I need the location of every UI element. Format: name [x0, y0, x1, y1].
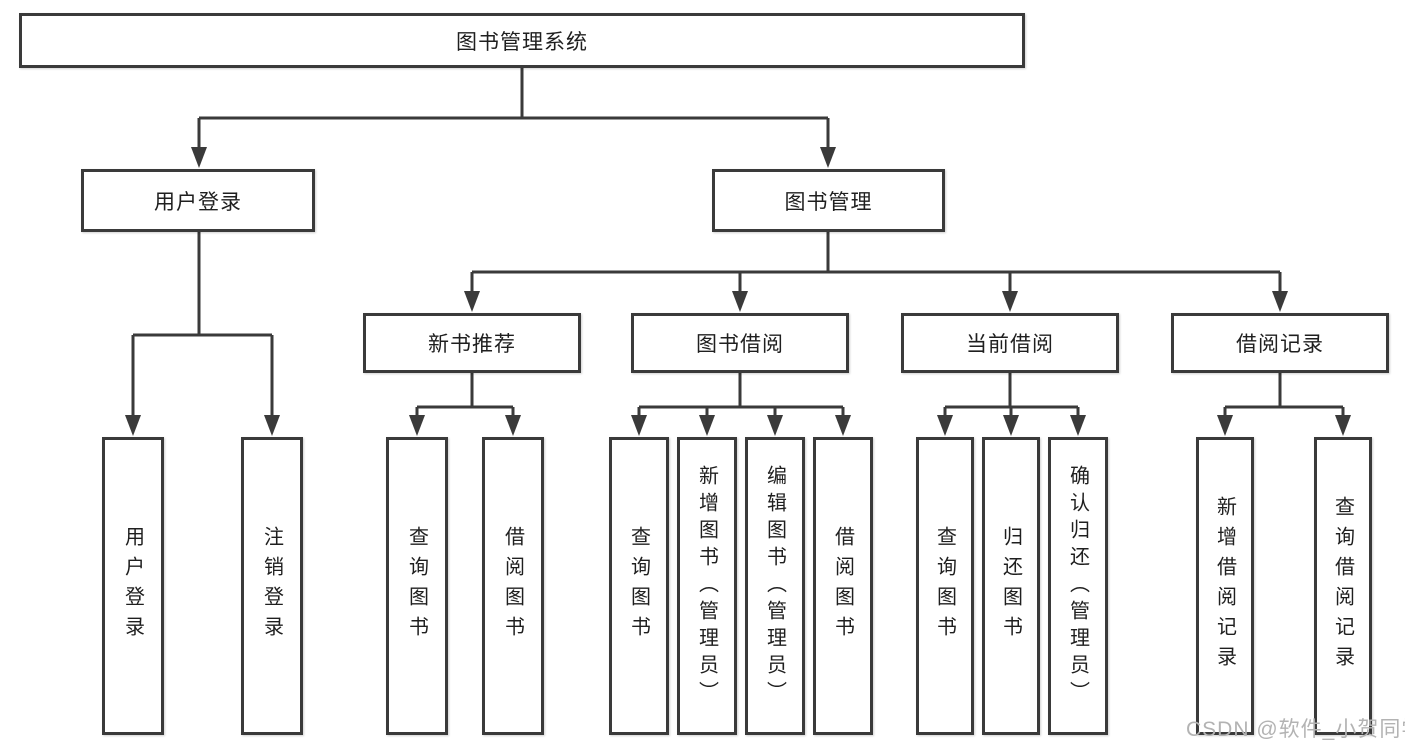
- node-user-login-label: 用户登录: [154, 190, 242, 214]
- node-book-borrow: 图书借阅: [631, 313, 849, 373]
- leaf-label: 编辑图书（管理员）: [763, 464, 786, 708]
- arrowhead: [1002, 291, 1018, 312]
- leaf-newbooks-search: 查询图书: [386, 437, 448, 735]
- node-borrow-records-label: 借阅记录: [1236, 333, 1324, 356]
- connector-currentborrow-to-leaves: [943, 373, 1080, 418]
- leaf-borrow-edit-admin: 编辑图书（管理员）: [745, 437, 805, 735]
- connector-borrowrecords-to-leaves: [1223, 373, 1345, 418]
- arrowhead: [835, 415, 851, 436]
- node-root: 图书管理系统: [19, 13, 1025, 68]
- arrowhead: [631, 415, 647, 436]
- leaf-borrow-search: 查询图书: [609, 437, 669, 735]
- arrowhead: [1070, 415, 1086, 436]
- node-borrow-records: 借阅记录: [1171, 313, 1389, 373]
- node-book-management: 图书管理: [712, 169, 945, 232]
- leaf-user-login: 用户登录: [102, 437, 164, 735]
- node-new-books: 新书推荐: [363, 313, 581, 373]
- arrowhead: [937, 415, 953, 436]
- arrowhead: [1272, 291, 1288, 312]
- arrowhead: [409, 415, 425, 436]
- node-book-management-label: 图书管理: [784, 190, 873, 214]
- leaf-label: 新增借阅记录: [1213, 496, 1236, 676]
- leaf-label: 确认归还（管理员）: [1066, 464, 1089, 708]
- arrowhead: [191, 147, 207, 168]
- arrowhead: [1335, 415, 1351, 436]
- leaf-label: 注销登录: [260, 526, 283, 646]
- leaf-label: 借阅图书: [831, 526, 854, 646]
- watermark: CSDN @软件_小贺同学: [1186, 718, 1405, 741]
- arrowhead: [767, 415, 783, 436]
- leaf-label: 查询图书: [933, 526, 956, 646]
- leaf-label: 新增图书（管理员）: [695, 464, 718, 708]
- leaf-logout: 注销登录: [241, 437, 303, 735]
- leaf-records-search: 查询借阅记录: [1314, 437, 1372, 735]
- node-current-borrow: 当前借阅: [901, 313, 1119, 373]
- leaf-label: 查询图书: [405, 526, 428, 646]
- node-book-borrow-label: 图书借阅: [696, 333, 784, 356]
- node-new-books-label: 新书推荐: [428, 333, 516, 356]
- arrowhead: [732, 291, 748, 312]
- leaf-current-confirm-admin: 确认归还（管理员）: [1048, 437, 1108, 735]
- leaf-current-return: 归还图书: [982, 437, 1040, 735]
- arrowhead: [1003, 415, 1019, 436]
- leaf-borrow-add-admin: 新增图书（管理员）: [677, 437, 737, 735]
- arrowhead: [264, 415, 280, 436]
- arrowhead: [1217, 415, 1233, 436]
- leaf-label: 归还图书: [999, 526, 1022, 646]
- leaf-current-search: 查询图书: [916, 437, 974, 735]
- arrowhead: [820, 147, 836, 168]
- arrowhead: [505, 415, 521, 436]
- leaf-borrow-book: 借阅图书: [813, 437, 873, 735]
- arrowhead: [699, 415, 715, 436]
- leaf-label: 借阅图书: [501, 526, 524, 646]
- leaf-label: 查询借阅记录: [1331, 496, 1354, 676]
- connector-newbooks-to-leaves: [415, 373, 515, 418]
- arrowhead: [464, 291, 480, 312]
- node-root-label: 图书管理系统: [456, 30, 588, 54]
- leaf-records-add: 新增借阅记录: [1196, 437, 1254, 735]
- arrowhead: [125, 415, 141, 436]
- leaf-label: 查询图书: [627, 526, 650, 646]
- connector-userlogin-to-leaves: [131, 232, 274, 418]
- node-user-login: 用户登录: [81, 169, 315, 232]
- connector-bookborrow-to-leaves: [637, 373, 845, 418]
- connector-bookmgmt-to-level3: [470, 232, 1282, 294]
- leaf-newbooks-borrow: 借阅图书: [482, 437, 544, 735]
- leaf-label: 用户登录: [121, 526, 144, 646]
- node-current-borrow-label: 当前借阅: [966, 333, 1054, 356]
- connector-root-to-level2: [197, 68, 830, 150]
